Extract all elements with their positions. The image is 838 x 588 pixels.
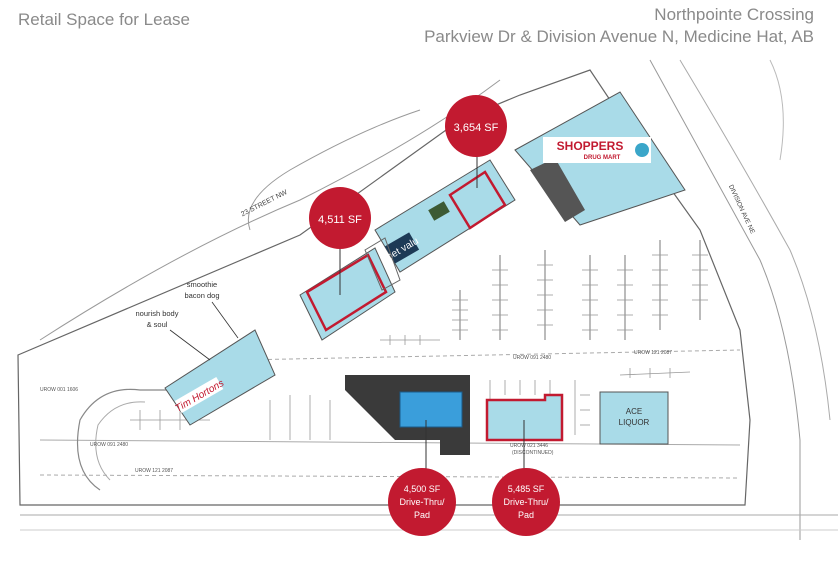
discontinued-label: (DISCONTINUED) — [512, 450, 554, 456]
callout-3654[interactable]: 3,654 SF — [445, 95, 507, 188]
space-4500-type: Drive-Thru/ — [399, 497, 445, 507]
ace-liquor-building — [599, 391, 669, 445]
north-curve — [247, 109, 421, 231]
space-5485 — [485, 393, 564, 442]
space-4511 — [305, 253, 388, 332]
urow-label: UROW 001 1606 — [40, 387, 78, 393]
street-23-curve — [39, 79, 501, 341]
urow-label: UROW 091 2480 — [513, 355, 551, 361]
space-3654 — [448, 170, 507, 230]
shoppers-subname: DRUG MART — [584, 155, 621, 161]
drive-aisle-3 — [39, 474, 741, 479]
petvalu-sign — [384, 232, 420, 264]
drive-thru-loop — [77, 388, 200, 491]
division-ave-edge — [649, 59, 801, 540]
shoppers-emblem-icon — [635, 143, 649, 157]
space-4500-type-2: Pad — [414, 510, 430, 520]
callout-5485[interactable]: 5,485 SF Drive-Thru/ Pad — [492, 420, 560, 536]
connector-block — [364, 237, 401, 291]
shoppers-logo — [543, 137, 651, 163]
urow-label: UROW 121 2087 — [135, 468, 173, 474]
timhortons-sign — [174, 376, 224, 414]
urow-label: UROW 021 3446 — [510, 443, 548, 449]
ace-name: ACE — [626, 407, 642, 416]
callout-4500[interactable]: 4,500 SF Drive-Thru/ Pad — [388, 420, 456, 536]
space-4511-label: 4,511 SF — [318, 214, 362, 226]
nourish-label-2: & soul — [147, 320, 168, 329]
space-4500 — [399, 391, 463, 428]
property-header: Northpointe Crossing Parkview Dr & Divis… — [424, 4, 814, 48]
listing-title: Retail Space for Lease — [18, 10, 190, 29]
drive-aisle-1 — [239, 349, 741, 361]
callout-smoothie — [211, 301, 239, 339]
space-5485-type-2: Pad — [518, 510, 534, 520]
space-5485-label: 5,485 SF — [508, 484, 545, 494]
street-23-label: 23 STREET NW — [240, 189, 289, 218]
drive-thru-loop-inner — [95, 401, 146, 481]
space-4500-label: 4,500 SF — [404, 484, 441, 494]
shoppers-loading — [530, 158, 585, 222]
division-ave-label: DIVISION AVE NE — [727, 184, 756, 236]
east-curb — [769, 59, 784, 161]
division-ave-edge-2 — [679, 59, 831, 421]
shoppers-name: SHOPPERS — [557, 139, 624, 153]
urow-label: UROW 121 2087 — [634, 350, 672, 356]
urow-label: UROW 091 2480 — [90, 442, 128, 448]
stall-ticks — [130, 254, 708, 440]
callout-nourish — [169, 329, 211, 361]
property-name: Northpointe Crossing — [654, 5, 814, 24]
smoothie-label: smoothie — [187, 280, 217, 289]
ace-subname: LIQUOR — [619, 418, 650, 427]
bacon-dog-label: bacon dog — [184, 291, 219, 300]
site-boundary — [17, 69, 751, 506]
space-5485-type: Drive-Thru/ — [503, 497, 549, 507]
nourish-label: nourish body — [136, 309, 179, 318]
property-address: Parkview Dr & Division Avenue N, Medicin… — [424, 27, 814, 46]
space-3654-label: 3,654 SF — [454, 122, 499, 134]
callout-4511[interactable]: 4,511 SF — [309, 187, 371, 295]
tenant-sign-small — [428, 201, 450, 221]
